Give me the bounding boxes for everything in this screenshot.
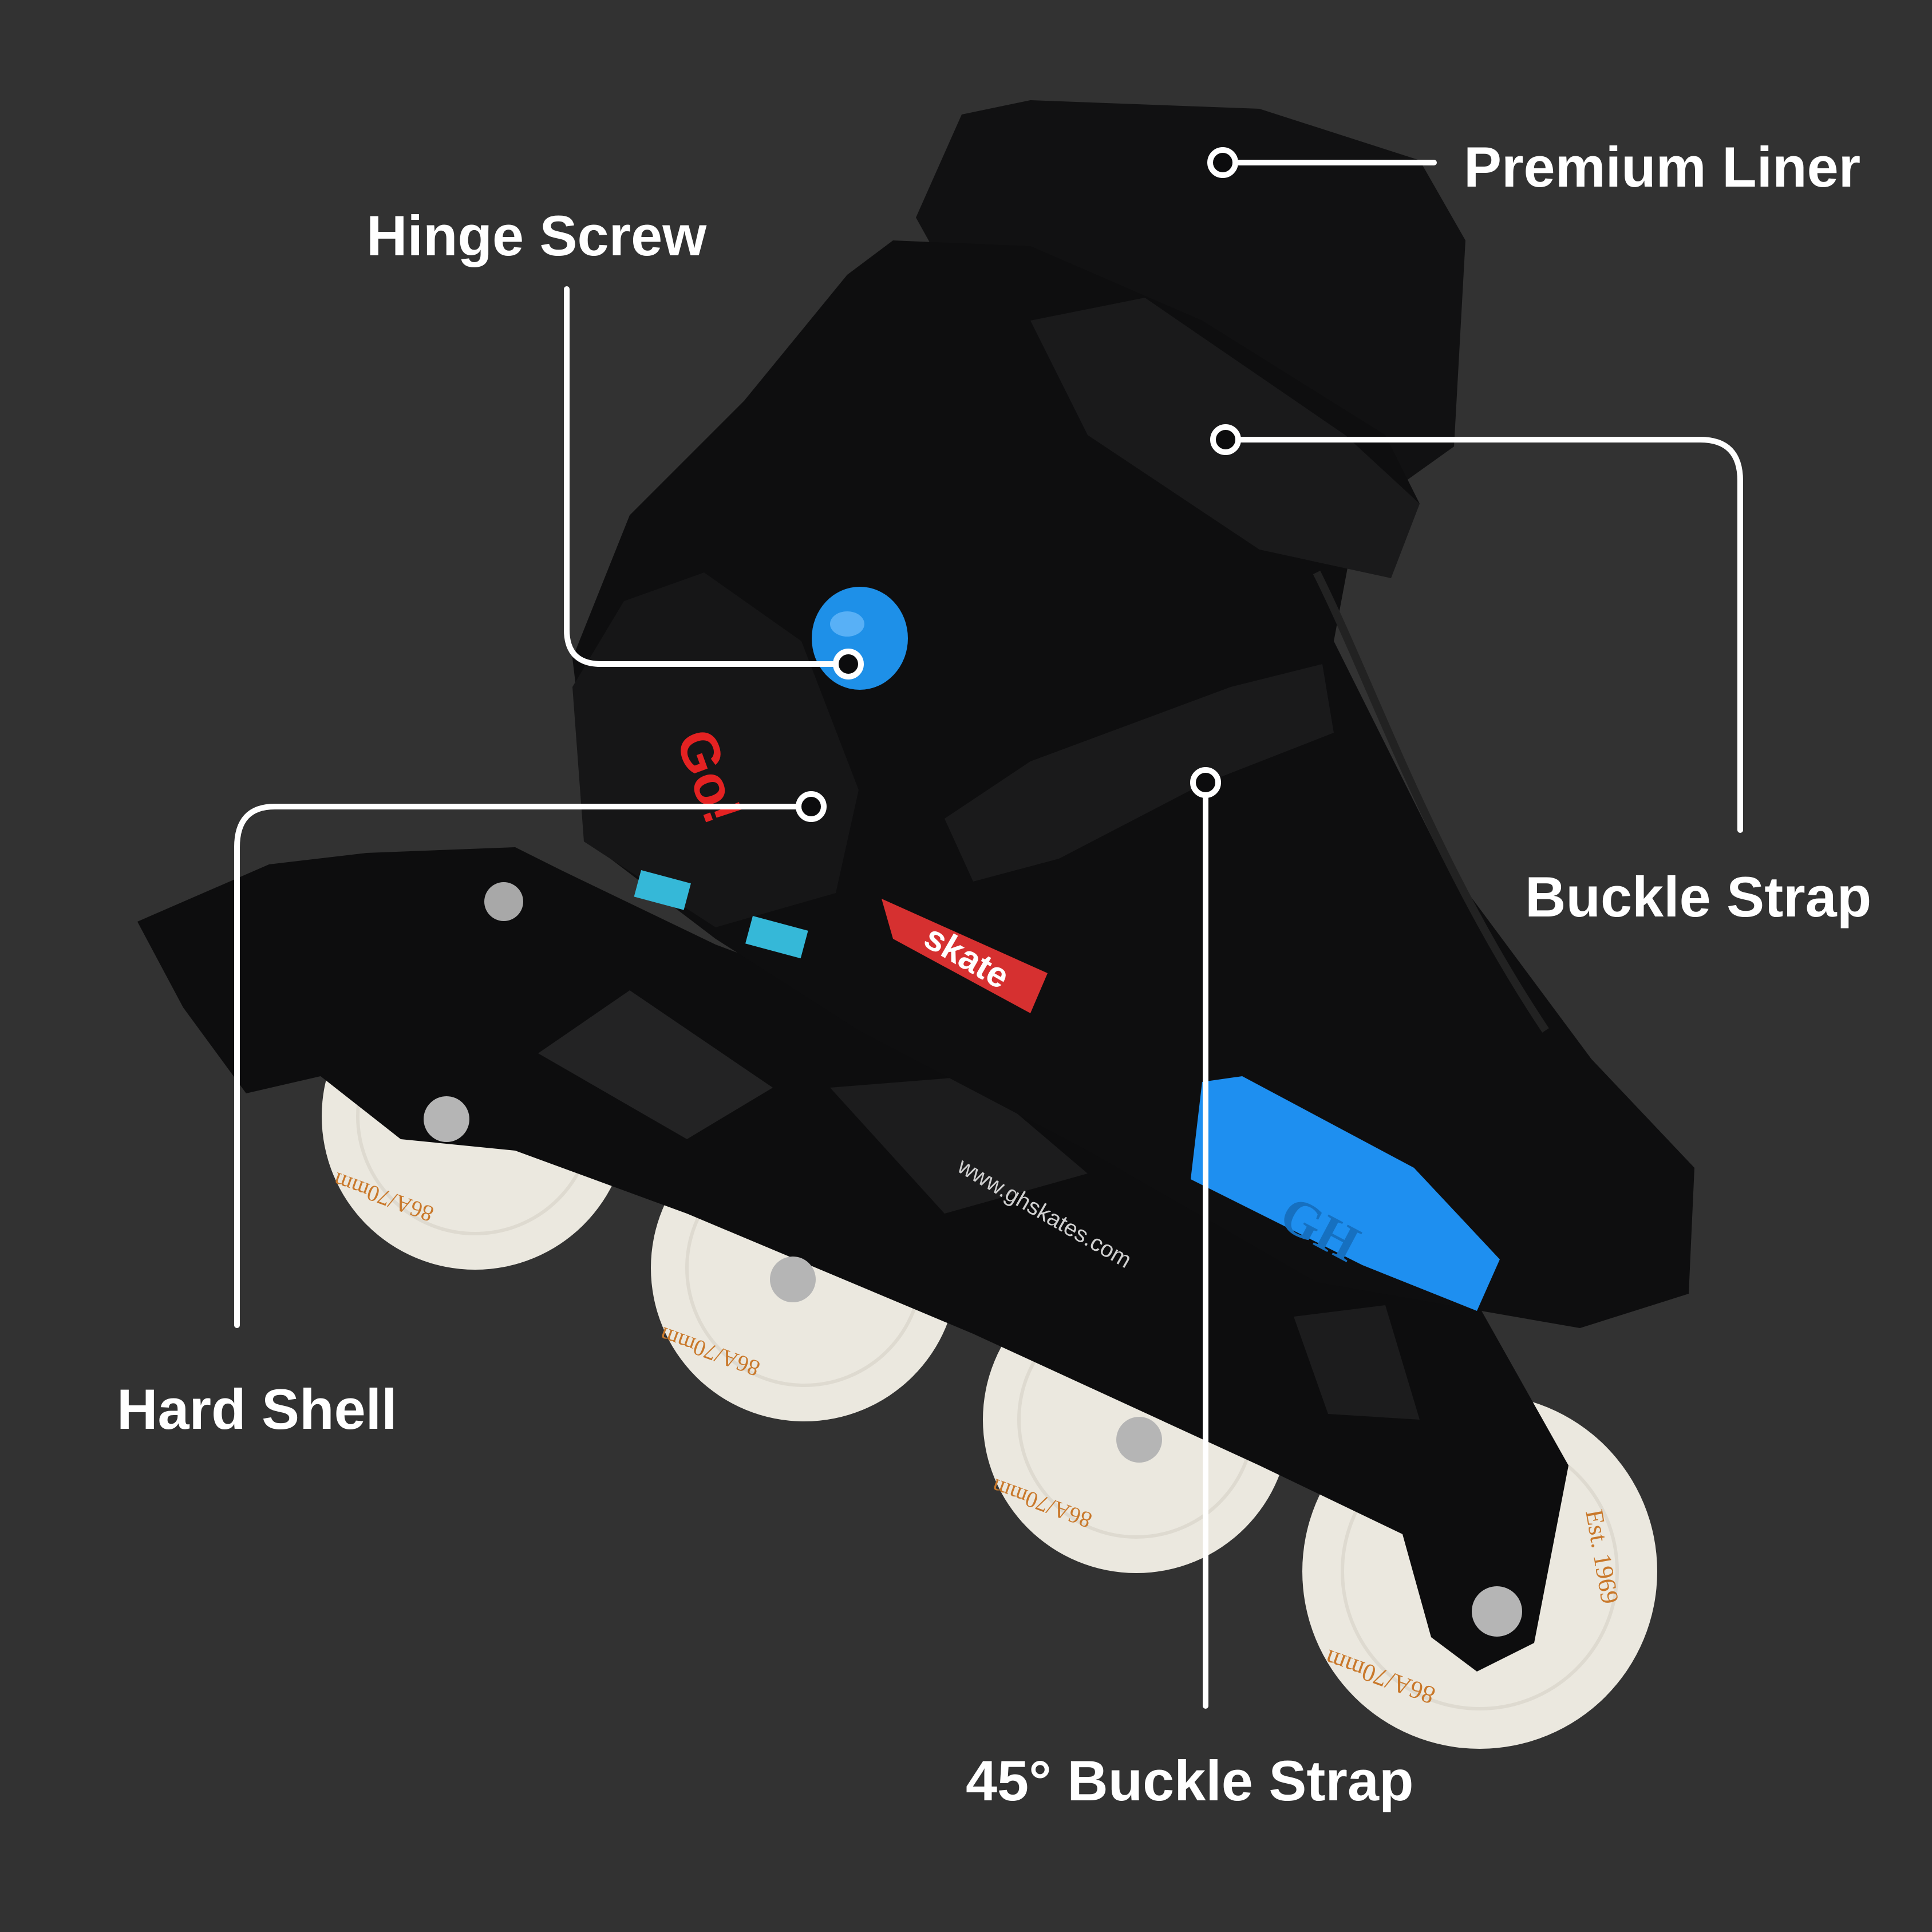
hard-shell-dot: [796, 791, 827, 822]
frame-bolt-top: [484, 882, 523, 921]
boot: GH Go! skate: [572, 100, 1694, 1328]
lower-buckle-strap: [945, 664, 1334, 882]
side-accent-2: [745, 916, 808, 959]
axle-bolt-3: [1116, 1417, 1162, 1463]
hard-shell-label: Hard Shell: [117, 1377, 397, 1441]
buckle-strap-dot: [1210, 424, 1241, 455]
buckle-strap-45-dot: [1190, 767, 1221, 798]
axle-bolt-2: [770, 1257, 816, 1302]
axle-bolt-4: [1472, 1586, 1522, 1637]
buckle-strap-45-label: 45° Buckle Strap: [966, 1749, 1414, 1812]
premium-liner-dot: [1207, 147, 1238, 178]
hinge-screw-label: Hinge Screw: [366, 204, 707, 267]
side-accent-1: [634, 870, 691, 910]
frame: www.ghskates.com: [137, 847, 1568, 1672]
callout-lines: [234, 160, 1743, 1709]
toe-cap: [1191, 1076, 1500, 1311]
axle-bolt-1: [424, 1096, 469, 1142]
callout-dots: [796, 147, 1241, 822]
buckle-strap-leader: [1223, 437, 1743, 833]
hinge-screw-dot: [833, 649, 864, 679]
premium-liner-label: Premium Liner: [1464, 135, 1861, 199]
hinge-screw-leader: [564, 286, 851, 667]
buckle-strap-label: Buckle Strap: [1525, 865, 1872, 929]
hard-shell-leader: [234, 804, 814, 1328]
